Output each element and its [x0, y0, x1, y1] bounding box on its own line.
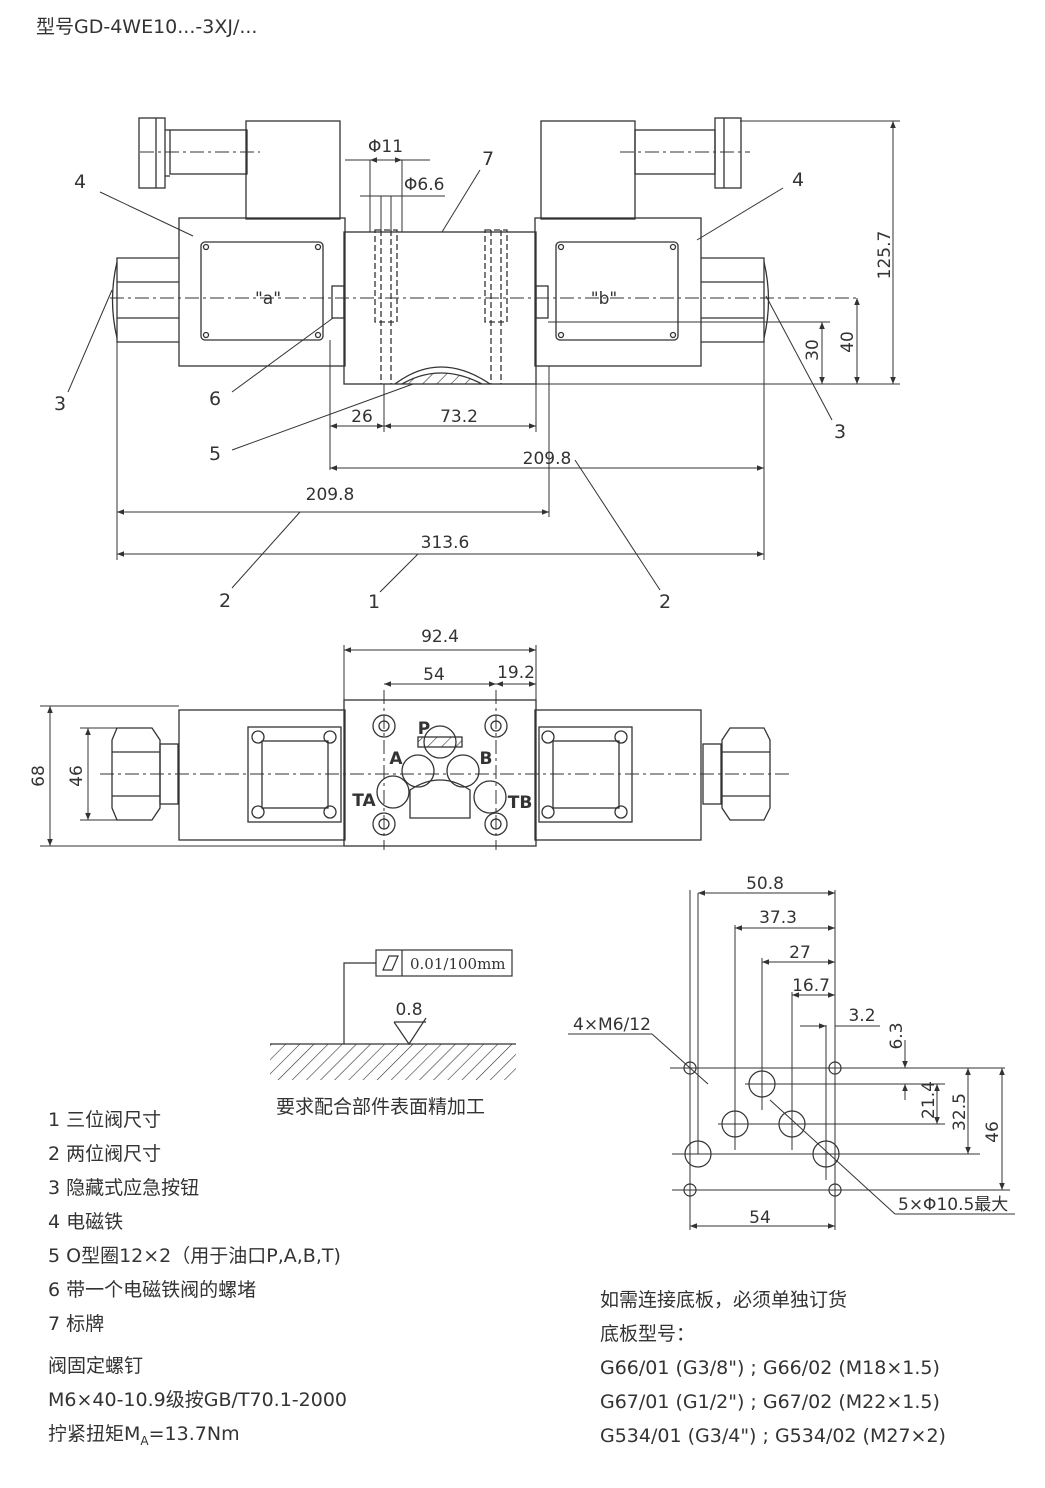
left-solenoid-top [178, 709, 346, 841]
dim-diameter-11: Φ11 [368, 137, 403, 157]
page-title: 型号GD-4WE10...-3XJ/... [36, 16, 258, 38]
dim-pattern-32-5: 32.5 [950, 1093, 970, 1131]
screw-spec-label: 4×M6/12 [573, 1015, 651, 1035]
dim-height-46: 46 [67, 765, 87, 787]
screw-note-spec: M6×40-10.9级按GB/T70.1-2000 [48, 1389, 348, 1411]
side-view [67, 117, 900, 593]
baseplate-notes: 如需连接底板，必须单独订货 底板型号： G66/01 (G3/8") ; G66… [600, 1283, 946, 1453]
top-view [40, 645, 790, 850]
left-nameplate [200, 241, 324, 341]
port-b-label: B [480, 749, 493, 769]
hole-spec-label: 5×Φ10.5最大 [898, 1195, 1008, 1215]
legend-item: 2 两位阀尺寸 [48, 1143, 162, 1165]
side-view-text: Φ11 Φ6.6 125.7 40 30 26 73.2 209.8 209.8… [54, 137, 895, 613]
right-connector [540, 120, 636, 220]
dim-height-68: 68 [29, 765, 49, 787]
dim-pattern-54: 54 [749, 1208, 771, 1228]
dim-diameter-6-6: Φ6.6 [404, 175, 444, 195]
legend-item: 3 隐藏式应急按钮 [48, 1177, 200, 1199]
legend-item: 6 带一个电磁铁阀的螺堵 [48, 1279, 257, 1301]
torque-value: =13.7Nm [148, 1423, 240, 1445]
left-connector [245, 120, 341, 220]
dim-width-19-2: 19.2 [497, 663, 535, 683]
torque-prefix: 拧紧扭矩M [48, 1423, 141, 1445]
dim-height-125-7: 125.7 [875, 231, 895, 280]
dim-width-209-8-left: 209.8 [306, 485, 355, 505]
right-gland [714, 117, 742, 189]
callout-2-right: 2 [659, 591, 671, 613]
left-solenoid [178, 217, 346, 367]
dim-width-92-4: 92.4 [421, 627, 459, 647]
valve-body-top [343, 699, 537, 847]
callout-4-left: 4 [74, 171, 86, 193]
flatness-tolerance-value: 0.01/100mm [410, 955, 506, 973]
legend-item: 1 三位阀尺寸 [48, 1109, 162, 1131]
callout-7: 7 [482, 148, 494, 170]
callout-3-right: 3 [834, 421, 846, 443]
callout-1: 1 [368, 591, 380, 613]
top-view-text: 92.4 54 19.2 68 46 P A B TA TB [29, 627, 535, 813]
surface-caption: 要求配合部件表面精加工 [276, 1096, 486, 1118]
screw-note-torque: 拧紧扭矩MA=13.7Nm [48, 1417, 347, 1458]
legend-item: 5 O型圈12×2（用于油口P,A,B,T) [48, 1245, 341, 1267]
callout-6: 6 [209, 388, 221, 410]
callout-2-left: 2 [219, 590, 231, 612]
baseplate-note: 底板型号： [600, 1323, 696, 1345]
dim-width-73-2: 73.2 [440, 407, 478, 427]
dim-pattern-16-7: 16.7 [792, 976, 830, 996]
legend-item: 7 标牌 [48, 1313, 105, 1335]
solenoid-a-label: "a" [255, 289, 281, 309]
legend: 1 三位阀尺寸 2 两位阀尺寸 3 隐藏式应急按钮 4 电磁铁 5 O型圈12×… [48, 1103, 347, 1458]
baseplate-note: G66/01 (G3/8") ; G66/02 (M18×1.5) [600, 1357, 940, 1379]
port-tb-label: TB [508, 793, 533, 813]
torque-subscript: A [140, 1433, 149, 1448]
dim-pattern-6-3: 6.3 [887, 1022, 907, 1049]
right-solenoid-top [534, 709, 702, 841]
hatched-surface [270, 1044, 516, 1080]
left-gland [138, 117, 166, 189]
dim-pattern-3-2: 3.2 [848, 1006, 875, 1026]
baseplate-note: G67/01 (G1/2") ; G67/02 (M22×1.5) [600, 1391, 940, 1413]
flatness-symbol-icon [382, 955, 399, 971]
baseplate-note: G534/01 (G3/4") ; G534/02 (M27×2) [600, 1425, 946, 1447]
dim-width-209-8-right: 209.8 [523, 449, 572, 469]
legend-item: 4 电磁铁 [48, 1211, 124, 1233]
screw-note-title: 阀固定螺钉 [48, 1355, 144, 1377]
dim-pattern-50-8: 50.8 [746, 874, 784, 894]
dim-height-30: 30 [803, 339, 823, 361]
dim-pattern-37-3: 37.3 [759, 908, 797, 928]
dim-height-40: 40 [838, 331, 858, 353]
callout-3-left: 3 [54, 393, 66, 415]
callout-4-right: 4 [792, 169, 804, 191]
surface-requirement [270, 949, 516, 1080]
dim-pattern-21-4: 21.4 [919, 1081, 939, 1119]
dim-pattern-27: 27 [789, 943, 811, 963]
right-nameplate [555, 241, 679, 341]
right-solenoid [534, 217, 702, 367]
mounting-pattern [568, 890, 1015, 1230]
dim-pattern-46: 46 [983, 1121, 1003, 1143]
roughness-symbol-icon [393, 1017, 427, 1046]
baseplate-note: 如需连接底板，必须单独订货 [600, 1289, 848, 1311]
solenoid-b-label: "b" [591, 289, 617, 309]
dim-width-54: 54 [423, 665, 445, 685]
dim-width-313-6: 313.6 [421, 533, 470, 553]
port-a-label: A [389, 749, 403, 769]
mounting-pattern-text: 50.8 37.3 27 16.7 3.2 6.3 21.4 32.5 46 5… [573, 874, 1008, 1228]
port-ta-label: TA [352, 791, 376, 811]
callout-5: 5 [209, 443, 221, 465]
port-p-label: P [418, 719, 430, 739]
roughness-value: 0.8 [395, 1000, 422, 1020]
dim-width-26: 26 [351, 407, 373, 427]
surface-text: 0.01/100mm 0.8 [395, 955, 505, 1020]
